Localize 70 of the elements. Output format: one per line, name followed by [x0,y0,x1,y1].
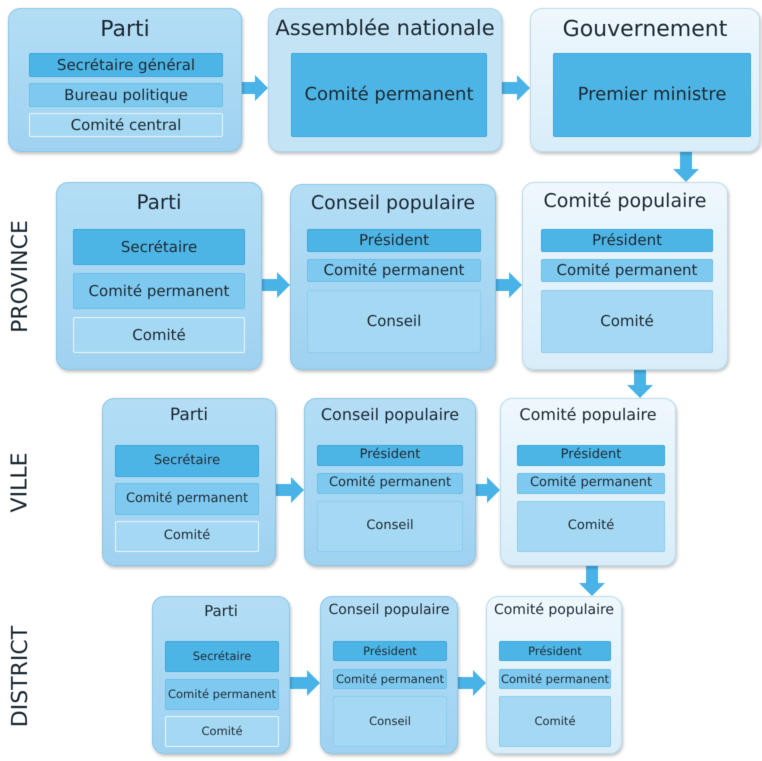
panel-title: Comité populaire [492,602,616,618]
arrow [476,477,500,503]
panel-title: Gouvernement [562,16,728,42]
arrow [502,75,530,101]
position-box: Secrétaire [165,641,279,672]
panel-title: Comité populaire [518,404,658,424]
position-box: Bureau politique [29,83,223,107]
organ-panel [522,182,728,370]
panel-title: Conseil populaire [320,404,460,424]
organ-panel [530,8,760,152]
arrow [262,272,290,298]
position-box: Comité central [29,113,223,137]
position-box: Conseil [307,290,481,353]
organ-panel [56,182,262,370]
panel-title: Parti [135,190,183,214]
position-box: Conseil [317,501,463,552]
position-box: Président [333,641,447,661]
position-box: Comité [165,716,279,747]
position-box: Comité [541,290,713,353]
arrow [673,152,699,182]
position-box: Président [317,445,463,466]
panel-title: Conseil populaire [310,192,476,214]
position-box: Président [517,445,665,466]
panel-title: Parti [168,404,210,425]
organ-panel [8,8,242,152]
position-box: Comité permanent [115,483,259,515]
position-box: Comité permanent [541,259,713,282]
arrow [627,370,653,398]
position-box: Comité permanent [291,53,487,137]
position-box: Secrétaire général [29,53,223,77]
panel-title: Parti [99,16,151,42]
position-box: Comité [115,521,259,552]
position-box: Comité permanent [499,669,611,689]
arrow [242,75,268,101]
position-box: Comité permanent [517,473,665,494]
panel-title: Parti [203,602,239,620]
panel-title: Conseil populaire [328,602,450,618]
position-box: Comité [517,501,665,552]
position-box: Conseil [333,696,447,747]
position-box: Premier ministre [553,53,751,137]
arrow [458,670,486,696]
position-box: Comité [73,317,245,353]
position-box: Comité permanent [333,669,447,689]
organ-panel [290,184,496,370]
position-box: Comité permanent [73,273,245,309]
panel-title: Comité populaire [542,190,708,212]
level-label: DISTRICT [8,625,33,727]
arrow [290,670,320,696]
organ-panel [268,8,502,152]
arrow [276,477,304,503]
organ-panel [102,398,276,566]
organ-panel [304,398,476,566]
position-box: Comité permanent [317,473,463,494]
organ-panel [500,398,676,566]
position-box: Président [541,229,713,252]
position-box: Président [499,641,611,661]
position-box: Comité [499,696,611,747]
position-box: Secrétaire [115,445,259,477]
position-box: Président [307,229,481,252]
level-label: VILLE [7,452,32,512]
organ-panel [486,596,622,754]
position-box: Comité permanent [307,259,481,282]
organ-panel [320,596,458,754]
panel-title: Assemblée nationale [274,16,496,40]
level-label: PROVINCE [7,220,32,332]
position-box: Secrétaire [73,229,245,265]
arrow [579,566,605,596]
position-box: Comité permanent [165,679,279,710]
organ-panel [152,596,290,754]
arrow [496,272,522,298]
